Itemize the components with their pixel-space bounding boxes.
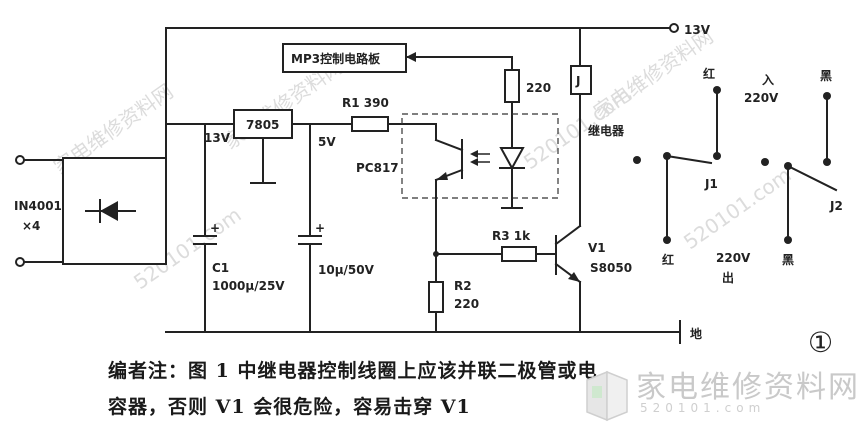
editor-note-line-1: 编者注：图 1 中继电器控制线圈上应该并联二极管或电	[108, 360, 598, 382]
transistor-v1: V1 S8050	[554, 93, 632, 333]
resistor-r2: R2 220	[428, 279, 479, 333]
diode-label: IN4001	[14, 199, 62, 213]
r2-label: R2	[454, 279, 472, 293]
j2-label: J2	[829, 199, 843, 213]
relay-coil: J 继电器	[570, 27, 625, 138]
c1-value: 1000μ/25V	[212, 279, 285, 293]
r1-label: R1 390	[342, 96, 389, 110]
black-bottom-label: 黑	[782, 253, 794, 267]
red-bottom-label: 红	[662, 252, 674, 267]
relay-box-label: J	[575, 74, 580, 88]
c1-label: C1	[212, 261, 229, 275]
resistor-r3: R3 1k	[492, 229, 557, 262]
figure-number: ①	[808, 326, 833, 359]
svg-text:+: +	[315, 221, 325, 235]
relay-contact-j1: J1 红 红	[662, 66, 721, 267]
relay-contact-j2: J2 黑 黑	[761, 69, 843, 267]
capacitor-c2: + 10μ/50V	[298, 123, 375, 333]
site-logo-icon	[586, 370, 628, 422]
reg-label: 7805	[246, 118, 279, 132]
label-5v: 5V	[318, 135, 336, 149]
pc817-label: PC817	[356, 161, 399, 175]
relay-name: 继电器	[588, 123, 625, 138]
terminal-13v	[669, 23, 679, 33]
v1-label: V1	[588, 241, 606, 255]
label-13v-top: 13V	[684, 23, 711, 37]
label-ground: 地	[690, 326, 702, 341]
capacitor-c1: + C1 1000μ/25V	[193, 123, 285, 333]
logo-url: 520101.com	[640, 401, 766, 415]
bridge-rectifier: IN4001 ×4	[14, 157, 167, 265]
transistor-label: S8050	[590, 261, 632, 275]
in-label: 入	[762, 73, 774, 87]
r3-label: R3 1k	[492, 229, 531, 243]
logo-text: 家电维修资料网	[636, 370, 860, 405]
v220-out-label: 220V	[716, 251, 751, 265]
black-top-label: 黑	[820, 69, 832, 83]
out-label: 出	[722, 270, 734, 285]
r2-value: 220	[454, 297, 479, 311]
r220-top-label: 220	[526, 81, 551, 95]
mp3-control-board: MP3控制电路板	[282, 43, 513, 73]
mp3-label: MP3控制电路板	[291, 51, 381, 66]
resistor-220-top: 220	[504, 69, 551, 141]
svg-text:+: +	[210, 221, 220, 235]
red-top-label: 红	[703, 66, 715, 81]
ac-input	[15, 155, 64, 267]
c2-value: 10μ/50V	[318, 263, 375, 277]
regulator-7805: 7805	[233, 109, 293, 184]
j1-label: J1	[704, 177, 718, 191]
resistor-r1: R1 390	[342, 96, 437, 141]
v220-in-label: 220V	[744, 91, 779, 105]
diode-count: ×4	[22, 219, 40, 233]
watermark-text-3: 家电维修资料网	[589, 24, 717, 124]
watermark-url-3: 520101.com	[679, 162, 796, 254]
label-13v: 13V	[204, 131, 231, 145]
editor-note-line-2: 容器，否则 V1 会很危险，容易击穿 V1	[108, 396, 471, 418]
optocoupler-pc817: PC817	[356, 113, 559, 209]
